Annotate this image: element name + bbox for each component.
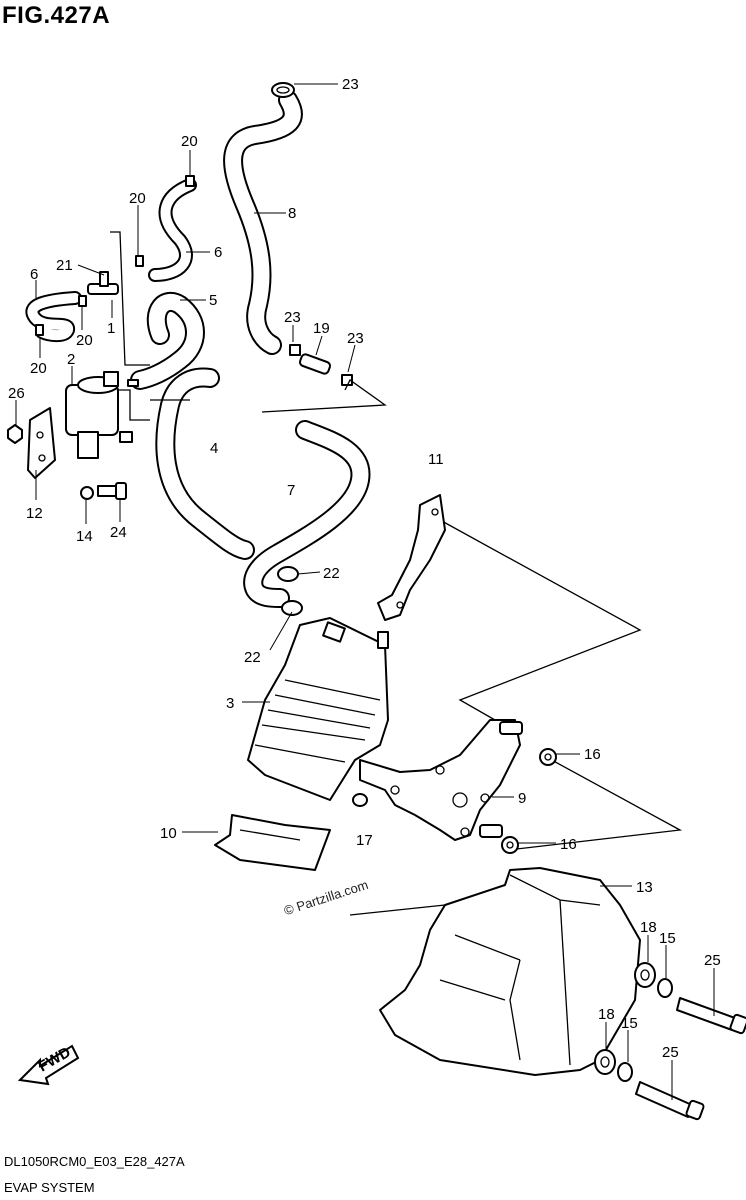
bracket-9 <box>359 719 523 841</box>
callout-10: 10 <box>160 825 177 842</box>
clip-20-mid <box>135 255 144 267</box>
grommet-17 <box>352 793 368 807</box>
purge-valve-2 <box>65 371 150 459</box>
callout-19: 19 <box>313 320 330 337</box>
callout-11: 11 <box>428 451 444 468</box>
bolt-25-lower <box>635 1081 705 1121</box>
reference-lines <box>150 379 683 916</box>
callout-26: 26 <box>8 385 25 402</box>
callout-2: 2 <box>67 351 75 368</box>
bolt-25-upper <box>676 997 746 1035</box>
callout-23-a: 23 <box>342 76 359 93</box>
joint-19 <box>289 344 353 386</box>
joint-21 <box>87 231 150 366</box>
callout-labels: 23 8 20 20 6 21 6 5 1 20 20 2 26 23 19 2… <box>8 76 721 1061</box>
callout-15-b: 15 <box>621 1015 638 1032</box>
callout-21: 21 <box>56 257 73 274</box>
callout-6-a: 6 <box>214 244 222 261</box>
callout-25-a: 25 <box>704 952 721 969</box>
callout-20-a: 20 <box>181 133 198 150</box>
callout-8: 8 <box>288 205 296 222</box>
callout-4: 4 <box>210 440 218 457</box>
leader-lines <box>15 83 715 1100</box>
callout-24: 24 <box>110 524 127 541</box>
washer-16-lower <box>501 836 519 854</box>
washer-15-lower <box>617 1062 633 1082</box>
callout-6-b: 6 <box>30 266 38 283</box>
callout-5: 5 <box>209 292 217 309</box>
hose-4 <box>155 367 255 560</box>
clamp-22-lower <box>281 600 303 616</box>
callout-7: 7 <box>287 482 295 499</box>
callout-12: 12 <box>26 505 43 522</box>
washer-14 <box>80 486 94 500</box>
callout-17: 17 <box>356 832 373 849</box>
callout-18-a: 18 <box>640 919 657 936</box>
bracket-12 <box>27 407 56 479</box>
figure-title: FIG.427A <box>2 2 111 29</box>
callout-16-a: 16 <box>584 746 601 763</box>
hose-7 <box>243 420 371 608</box>
cover-10 <box>214 814 331 871</box>
callout-13: 13 <box>636 879 653 896</box>
clip-20-upper <box>185 175 195 187</box>
hose-6-upper <box>148 178 197 282</box>
callout-23-b: 23 <box>284 309 301 326</box>
washer-15-upper <box>657 978 673 998</box>
callout-15-a: 15 <box>659 930 676 947</box>
forward-arrow-icon: FWD <box>17 1044 80 1086</box>
callout-20-b: 20 <box>129 190 146 207</box>
hose-6-left <box>25 291 82 343</box>
callout-22-a: 22 <box>323 565 340 582</box>
callout-20-c: 20 <box>76 332 93 349</box>
hose-8 <box>223 90 303 355</box>
callout-18-b: 18 <box>598 1006 615 1023</box>
callout-22-b: 22 <box>244 649 261 666</box>
callout-23-c: 23 <box>347 330 364 347</box>
figure-code: DL1050RCM0_E03_E28_427A <box>4 1154 185 1169</box>
clamp-23-top <box>271 82 295 98</box>
callout-25-b: 25 <box>662 1044 679 1061</box>
nut-26 <box>7 424 23 444</box>
grommet-18-lower <box>594 1049 616 1075</box>
callout-16-b: 16 <box>560 836 577 853</box>
clip-20-left <box>78 295 87 307</box>
figure-name: EVAP SYSTEM <box>4 1180 95 1195</box>
callout-14: 14 <box>76 528 93 545</box>
canister-3 <box>247 617 389 801</box>
hose-5 <box>130 291 205 390</box>
callout-1: 1 <box>107 320 115 337</box>
callout-3: 3 <box>226 695 234 712</box>
washer-16-upper <box>539 748 557 766</box>
bracket-11 <box>377 494 446 621</box>
grommet-18-upper <box>634 962 656 988</box>
clamp-22-upper <box>277 566 299 582</box>
clip-20-low <box>35 324 44 336</box>
callout-9: 9 <box>518 790 526 807</box>
bolt-24 <box>97 482 127 500</box>
callout-20-d: 20 <box>30 360 47 377</box>
cover-13 <box>379 867 641 1076</box>
